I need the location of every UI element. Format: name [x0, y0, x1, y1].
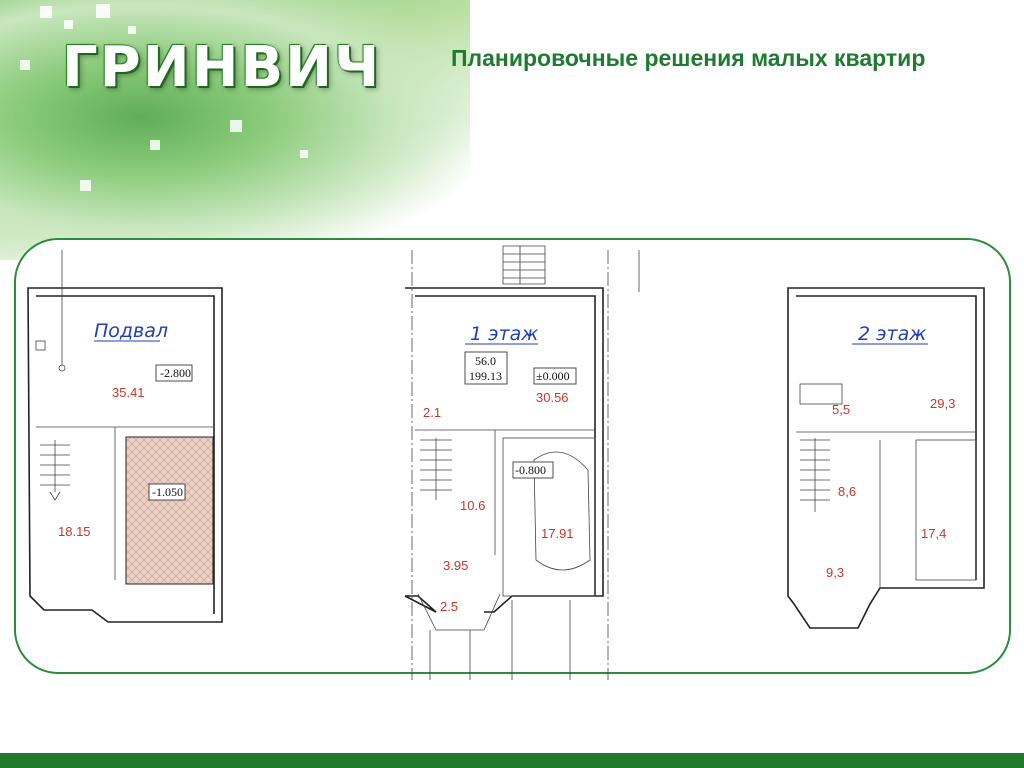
area-floor2-room: 9,3 — [826, 565, 844, 580]
level-floor1: ±0.000 — [536, 369, 570, 383]
footer-bar — [0, 753, 1024, 768]
area-floor2-stair: 8,6 — [838, 484, 856, 499]
area-floor1-wc: 2.1 — [423, 405, 441, 420]
page-title: Планировочные решения малых квартир — [451, 45, 926, 71]
basement-label: Подвал — [94, 320, 168, 342]
hatched-area — [125, 436, 214, 585]
level-hatched: -1.050 — [152, 485, 183, 499]
area-floor1-garage: 17.91 — [541, 526, 574, 541]
level-basement: -2.800 — [160, 366, 191, 380]
floor2-plan: 2 этаж 29,3 5,5 8,6 17,4 9,3 — [787, 287, 985, 629]
area-floor1-main: 30.56 — [536, 390, 569, 405]
floor1-label: 1 этаж — [470, 323, 538, 345]
floor1-plan: 1 этаж 56.0 199.13 ±0.000 30.56 2.1 10.6… — [404, 245, 640, 680]
area-floor2-bedroom: 17,4 — [921, 526, 946, 541]
company-logo: ГРИНВИЧ — [62, 35, 382, 100]
area-basement-main: 35.41 — [112, 385, 145, 400]
floor1-total-area: 56.0 — [475, 354, 496, 368]
header-background — [0, 0, 470, 260]
floor2-label: 2 этаж — [858, 323, 926, 345]
area-floor1-hall: 3.95 — [443, 558, 468, 573]
area-floor1-porch: 2.5 — [440, 599, 458, 614]
area-floor2-bath: 5,5 — [832, 402, 850, 417]
basement-plan: Подвал 35.41 18.15 -2.800 -1.050 — [27, 250, 223, 623]
area-basement-stair: 18.15 — [58, 524, 91, 539]
level-garage: -0.800 — [515, 463, 546, 477]
floor1-total-volume: 199.13 — [469, 369, 502, 383]
area-floor1-stair: 10.6 — [460, 498, 485, 513]
area-floor2-main: 29,3 — [930, 396, 955, 411]
socket-icon — [35, 340, 46, 351]
